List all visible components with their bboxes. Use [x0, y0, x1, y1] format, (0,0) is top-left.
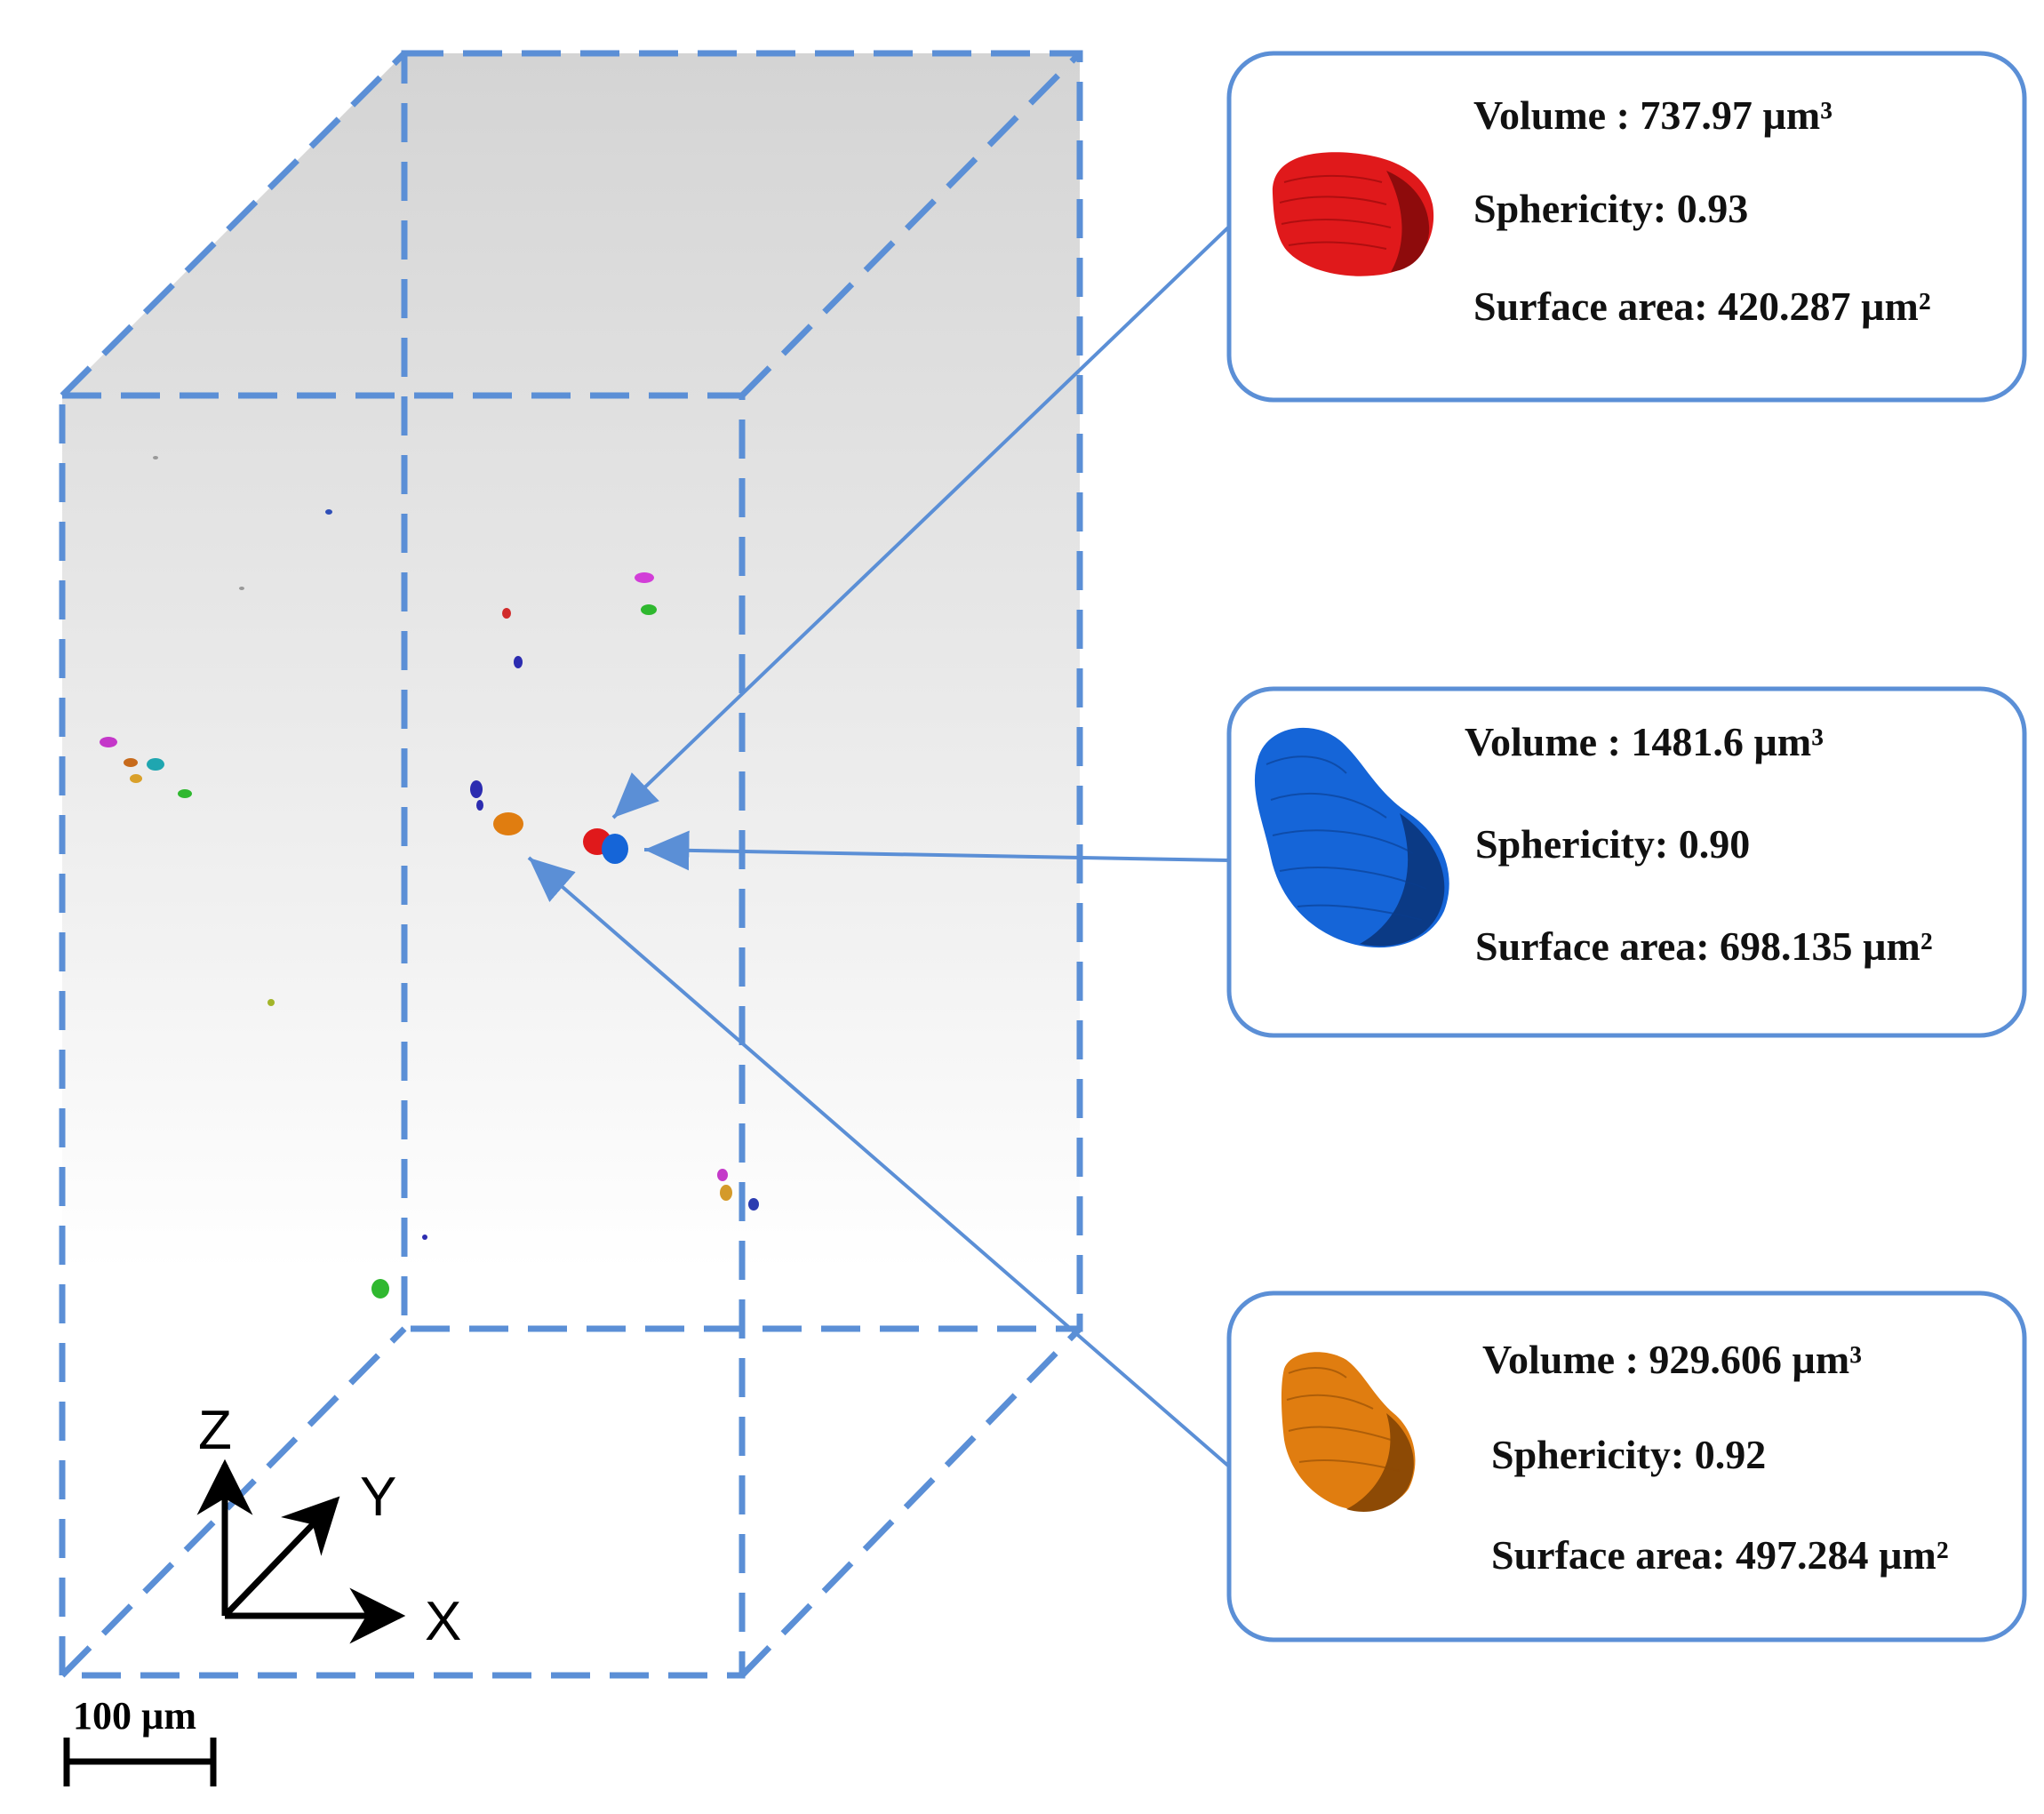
orange-particle-render [1281, 1352, 1416, 1513]
pore [422, 1235, 427, 1240]
pore [130, 774, 142, 783]
orange-callout-arrow [527, 856, 1231, 1468]
volume-label: Volume : 1481.6 µm³ [1465, 719, 1824, 764]
pore [371, 1279, 389, 1299]
x-axis-label: X [425, 1591, 461, 1652]
pore [635, 572, 654, 583]
pore [267, 999, 275, 1006]
y-axis [222, 1496, 340, 1618]
pore [641, 604, 657, 615]
info-card-red: Volume : 737.97 µm³ Sphericity: 0.93 Sur… [1226, 51, 2027, 403]
card-frame [1226, 51, 2027, 403]
scale-bar-label: 100 µm [73, 1694, 196, 1738]
surface-area-label: Surface area: 420.287 µm² [1473, 284, 1931, 329]
pore [178, 789, 192, 798]
pore [239, 587, 244, 590]
highlighted-pores [493, 812, 628, 864]
pore [514, 656, 523, 668]
surface-area-label: Surface area: 698.135 µm² [1475, 923, 1933, 969]
z-axis-label: Z [198, 1400, 232, 1461]
info-card-blue: Volume : 1481.6 µm³ Sphericity: 0.90 Sur… [1226, 686, 2027, 1038]
card-frame [1226, 1291, 2027, 1642]
info-card-orange: Volume : 929.606 µm³ Sphericity: 0.92 Su… [1226, 1291, 2027, 1642]
pore [502, 608, 511, 619]
card-frame [1226, 686, 2027, 1038]
pore [717, 1169, 728, 1181]
red-particle-render [1272, 152, 1434, 276]
scale-bar [63, 1738, 217, 1786]
pore [147, 758, 164, 771]
volume-label: Volume : 929.606 µm³ [1482, 1337, 1862, 1382]
pore [124, 758, 138, 767]
callout-arrows [527, 225, 1231, 1468]
blue-callout-arrow [643, 830, 1230, 871]
small-pores [100, 456, 759, 1299]
sphericity-label: Sphericity: 0.93 [1473, 186, 1748, 231]
orange-pore [493, 812, 523, 835]
y-axis-label: Y [360, 1466, 396, 1528]
pore [476, 800, 483, 811]
sphericity-label: Sphericity: 0.92 [1491, 1432, 1766, 1477]
blue-particle-render [1254, 727, 1449, 948]
blue-pore [602, 834, 628, 864]
pore [100, 737, 117, 747]
pore [748, 1198, 759, 1211]
sphericity-label: Sphericity: 0.90 [1475, 821, 1750, 867]
pore [325, 509, 332, 515]
red-callout-arrow [611, 225, 1231, 819]
coordinate-axes [196, 1458, 406, 1644]
volume-label: Volume : 737.97 µm³ [1473, 92, 1832, 138]
surface-area-label: Surface area: 497.284 µm² [1491, 1532, 1949, 1578]
pore [470, 780, 483, 798]
pore [153, 456, 158, 459]
pore [720, 1185, 732, 1201]
